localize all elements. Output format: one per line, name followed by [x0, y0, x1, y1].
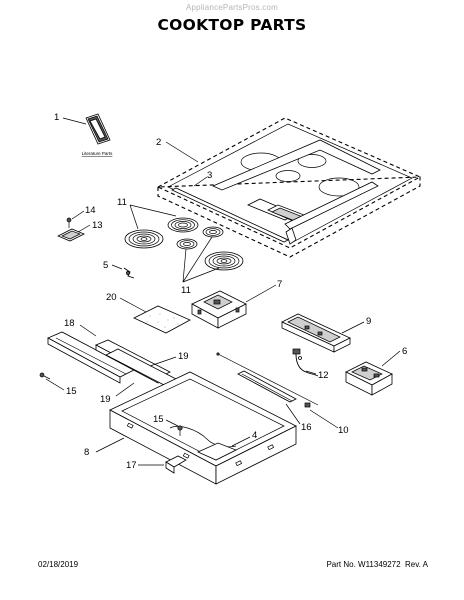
part-harness-connector: [292, 348, 319, 377]
callout-8: 8: [84, 447, 89, 458]
callout-1: 1: [54, 112, 59, 123]
callout-11-bottom: 11: [181, 285, 191, 296]
part-insulation: [119, 297, 191, 334]
part-frame: [171, 139, 381, 245]
part-rear-strip: [237, 370, 301, 425]
part-terminal-block: [345, 350, 401, 396]
callout-10: 10: [338, 425, 349, 436]
footer-date: 02/18/2019: [38, 560, 79, 569]
part-screw-15-center: [165, 419, 183, 436]
callout-19-top: 19: [178, 351, 189, 362]
element-large-right: [204, 251, 244, 271]
callout-14: 14: [85, 205, 96, 216]
footer-part-number: Part No. W11349272 Rev. A: [326, 560, 428, 569]
callout-3: 3: [207, 170, 212, 181]
part-literature: [62, 113, 111, 145]
part-switch: [57, 224, 91, 242]
callout-7: 7: [277, 279, 282, 290]
page-title: COOKTOP PARTS: [157, 16, 307, 34]
callout-9: 9: [366, 316, 371, 327]
part-trim-strips: [95, 339, 179, 397]
element-small-back: [202, 226, 224, 238]
callout-15-left: 15: [66, 386, 77, 397]
part-radiant-elements: [124, 204, 244, 283]
element-small-front: [176, 238, 198, 250]
callout-17: 17: [126, 460, 137, 471]
callout-2: 2: [156, 137, 161, 148]
callout-5: 5: [103, 260, 108, 271]
part-screw-15-left: [39, 372, 65, 391]
callout-4: 4: [252, 430, 257, 441]
part-chassis: [95, 371, 297, 485]
callout-20: 20: [106, 292, 117, 303]
watermark: AppliancePartsPros.com: [186, 3, 278, 12]
callout-19-bottom: 19: [100, 394, 111, 405]
callout-11-top: 11: [117, 197, 127, 208]
part-wire-clip: [111, 264, 135, 279]
part-control-module: [281, 313, 365, 353]
element-medium-top: [167, 217, 199, 233]
literature-parts-label: Literature Parts: [82, 151, 114, 156]
callout-6: 6: [402, 346, 407, 357]
part-control-bracket: [191, 284, 277, 329]
callout-16: 16: [301, 422, 312, 433]
callout-12: 12: [318, 370, 329, 381]
callout-13: 13: [92, 220, 103, 231]
callout-18: 18: [64, 318, 75, 329]
part-bracket: [138, 455, 187, 474]
part-wire-harness: [216, 352, 339, 429]
part-screw-14: [66, 210, 85, 228]
element-large-left: [124, 229, 164, 249]
callout-15-center: 15: [153, 414, 164, 425]
